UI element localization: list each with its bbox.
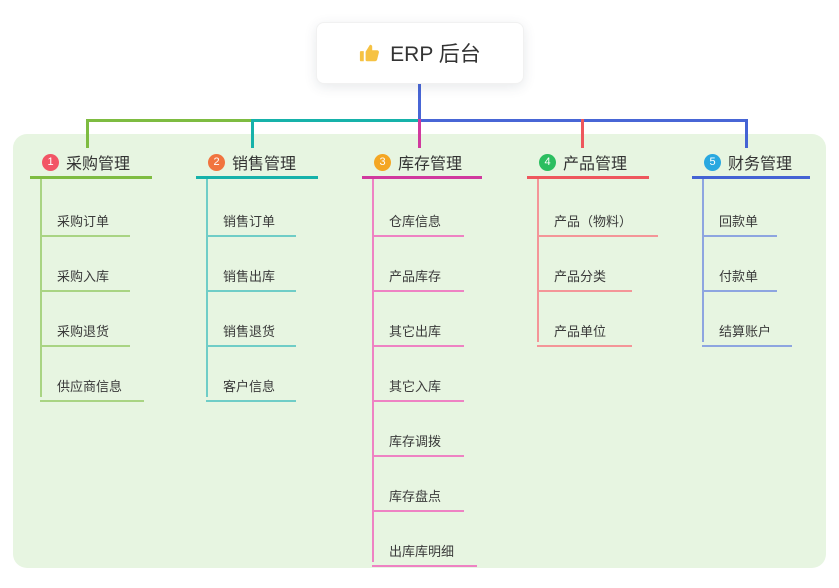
child-label: 供应商信息 [57,379,123,394]
child-label: 其它出库 [389,324,442,339]
child-label: 采购入库 [57,269,110,284]
child-node[interactable]: 结算账户 [702,312,792,347]
child-node[interactable]: 出库库明细 [372,532,477,567]
child-node[interactable]: 其它入库 [372,367,464,402]
child-label: 采购订单 [57,214,110,229]
child-node[interactable]: 付款单 [702,257,777,292]
branch-number-badge: 5 [704,153,721,171]
child-node[interactable]: 产品（物料） [537,202,658,237]
branch-node-purchase[interactable]: 1 采购管理 [30,148,152,179]
child-node[interactable]: 其它出库 [372,312,464,347]
branch-number-badge: 1 [42,153,59,171]
root-node[interactable]: ERP 后台 [316,22,524,84]
child-label: 销售退货 [223,324,276,339]
child-node[interactable]: 库存调拨 [372,422,464,457]
connector-drop-sales [251,119,254,148]
branch-node-finance[interactable]: 5 财务管理 [692,148,810,179]
child-label: 产品（物料） [554,214,633,229]
child-label: 其它入库 [389,379,442,394]
child-label: 库存调拨 [389,434,442,449]
child-label: 库存盘点 [389,489,442,504]
child-label: 产品分类 [554,269,607,284]
child-label: 客户信息 [223,379,276,394]
branch-spine-inventory [372,179,374,562]
child-node[interactable]: 销售出库 [206,257,296,292]
branch-spine-purchase [40,179,42,397]
branch-number-badge: 3 [374,153,391,171]
child-label: 销售订单 [223,214,276,229]
branch-spine-product [537,179,539,342]
child-node[interactable]: 销售退货 [206,312,296,347]
child-node[interactable]: 供应商信息 [40,367,144,402]
child-node[interactable]: 采购入库 [40,257,130,292]
child-node[interactable]: 产品单位 [537,312,632,347]
branch-label: 产品管理 [563,156,628,173]
branch-label: 采购管理 [66,156,131,173]
root-label: ERP 后台 [390,43,481,66]
connector-drop-inventory [418,119,421,148]
child-label: 销售出库 [223,269,276,284]
child-label: 回款单 [719,214,759,229]
connector-bus-left [87,119,253,122]
child-node[interactable]: 采购退货 [40,312,130,347]
child-label: 仓库信息 [389,214,442,229]
branch-number-badge: 2 [208,153,225,171]
child-node[interactable]: 产品库存 [372,257,464,292]
child-node[interactable]: 客户信息 [206,367,296,402]
connector-drop-product [581,119,584,148]
connector-drop-finance [745,119,748,148]
child-label: 产品单位 [554,324,607,339]
branch-number-badge: 4 [539,153,556,171]
branch-label: 库存管理 [398,156,463,173]
child-label: 结算账户 [719,324,772,339]
child-node[interactable]: 采购订单 [40,202,130,237]
branch-label: 销售管理 [232,156,297,173]
child-label: 出库库明细 [389,544,455,559]
child-node[interactable]: 仓库信息 [372,202,464,237]
content-panel [13,134,826,568]
branch-spine-finance [702,179,704,342]
branch-node-sales[interactable]: 2 销售管理 [196,148,318,179]
child-node[interactable]: 回款单 [702,202,777,237]
child-label: 采购退货 [57,324,110,339]
branch-node-inventory[interactable]: 3 库存管理 [362,148,482,179]
connector-root-stem [418,82,421,120]
branch-label: 财务管理 [728,156,793,173]
child-label: 产品库存 [389,269,442,284]
child-node[interactable]: 销售订单 [206,202,296,237]
connector-drop-purchase [86,119,89,148]
child-node[interactable]: 产品分类 [537,257,632,292]
child-label: 付款单 [719,269,759,284]
child-node[interactable]: 库存盘点 [372,477,464,512]
connector-bus-mid [253,119,419,122]
branch-node-product[interactable]: 4 产品管理 [527,148,649,179]
branch-spine-sales [206,179,208,397]
thumbs-up-icon [359,42,381,64]
